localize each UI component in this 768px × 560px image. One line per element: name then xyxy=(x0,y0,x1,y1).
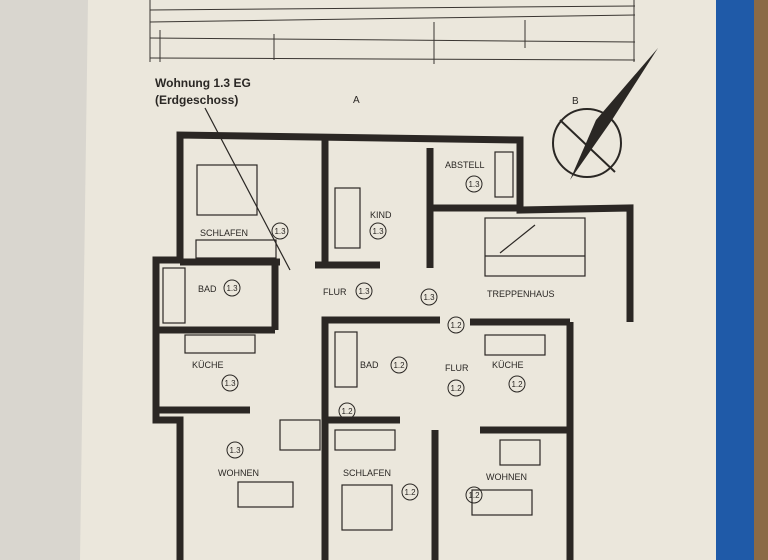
bathtub-12 xyxy=(334,331,358,388)
table-12 xyxy=(499,439,541,466)
room-name: TREPPENHAUS xyxy=(487,289,555,299)
unit-badge: 1.3 xyxy=(468,180,480,189)
room-name: WOHNEN xyxy=(218,468,259,478)
wardrobe xyxy=(195,239,277,259)
unit-badge: 1.3 xyxy=(229,446,241,455)
room-name: KÜCHE xyxy=(492,360,524,370)
kid-bed xyxy=(334,187,361,249)
plan-title: Wohnung 1.3 EG xyxy=(155,76,251,90)
blue-binder xyxy=(716,0,754,560)
unit-badge: 1.2 xyxy=(341,407,353,416)
main-page xyxy=(80,0,722,560)
room-labels: SCHLAFEN 1.3 KIND 1.3 ABSTELL 1.3 BAD 1.… xyxy=(192,160,555,504)
room-name: BAD xyxy=(198,284,217,294)
unit-badge: 1.3 xyxy=(224,379,236,388)
north-arrow-icon xyxy=(552,48,658,180)
bed-12 xyxy=(341,484,393,531)
unit-badge: 1.3 xyxy=(423,293,435,302)
wood-table xyxy=(754,0,768,560)
wardrobe-12 xyxy=(334,429,396,451)
table-13 xyxy=(279,419,321,451)
left-page xyxy=(0,0,90,560)
room-name: FLUR xyxy=(323,287,347,297)
plan-subtitle: (Erdgeschoss) xyxy=(155,93,238,107)
unit-badge: 1.3 xyxy=(274,227,286,236)
bed xyxy=(196,164,258,216)
dimension-lines xyxy=(149,0,636,64)
unit-badge: 1.2 xyxy=(468,491,480,500)
section-a-marker: A xyxy=(353,95,360,106)
staircase xyxy=(484,217,586,277)
unit-badge: 1.2 xyxy=(393,361,405,370)
room-name: BAD xyxy=(360,360,379,370)
abstell-shelf xyxy=(494,151,514,198)
unit-badge: 1.2 xyxy=(404,488,416,497)
kitchen-counter-13 xyxy=(184,334,256,354)
unit-badge: 1.3 xyxy=(226,284,238,293)
room-name: KIND xyxy=(370,210,392,220)
room-name: ABSTELL xyxy=(445,160,485,170)
unit-badge: 1.2 xyxy=(450,384,462,393)
room-name: SCHLAFEN xyxy=(343,468,391,478)
kitchen-counter-12 xyxy=(484,334,546,356)
room-name: KÜCHE xyxy=(192,360,224,370)
walls xyxy=(152,131,634,560)
furniture xyxy=(162,151,546,531)
section-b-marker: B xyxy=(572,96,579,107)
unit-badge: 1.3 xyxy=(372,227,384,236)
room-name: FLUR xyxy=(445,363,469,373)
room-name: WOHNEN xyxy=(486,472,527,482)
unit-badge: 1.2 xyxy=(450,321,462,330)
bathtub-13 xyxy=(162,267,186,324)
unit-badge: 1.3 xyxy=(358,287,370,296)
room-name: SCHLAFEN xyxy=(200,228,248,238)
unit-badge: 1.2 xyxy=(511,380,523,389)
sofa-13 xyxy=(237,481,294,508)
